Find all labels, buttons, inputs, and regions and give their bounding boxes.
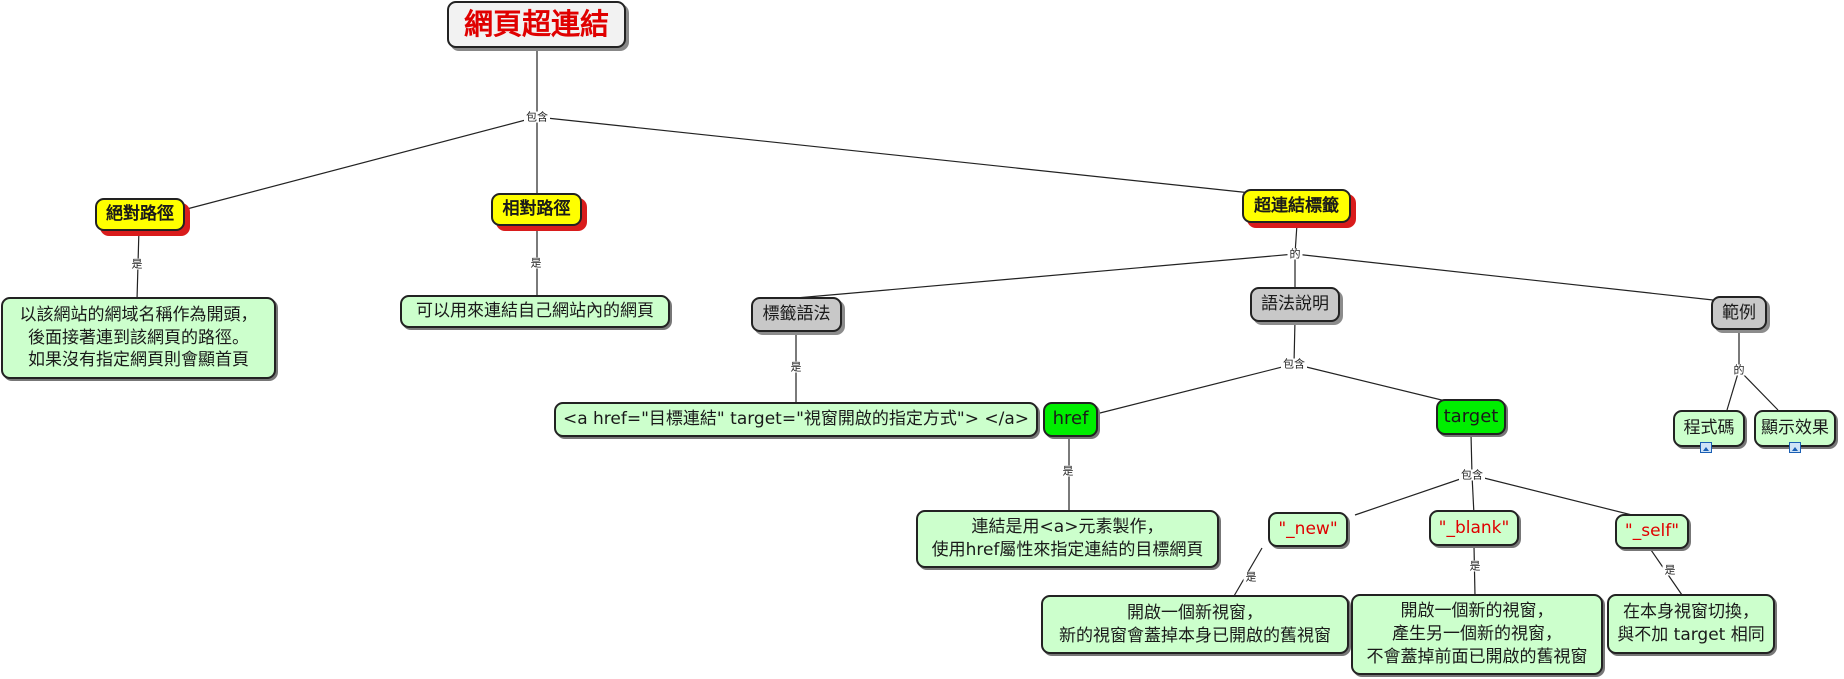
- node-self: "_self": [1615, 514, 1689, 549]
- link-label-is: 是: [1243, 570, 1259, 584]
- desc-line: 如果沒有指定網頁則會顯首頁: [28, 350, 249, 371]
- desc-line: 後面接著連到該網頁的路徑。: [28, 327, 249, 348]
- node-relative-desc: 可以用來連結自己網站內的網頁: [400, 295, 670, 328]
- node-absolute-desc: 以該網站的網域名稱作為開頭， 後面接著連到該網頁的路徑。 如果沒有指定網頁則會顯…: [1, 297, 276, 379]
- desc-line: 新的視窗會蓋掉本身已開啟的舊視窗: [1059, 625, 1331, 646]
- node-absolute-path: 絕對路徑: [95, 198, 185, 231]
- link-label-contains: 包含: [1459, 468, 1485, 482]
- image-icon[interactable]: [1700, 442, 1712, 453]
- node-new: "_new": [1268, 512, 1348, 547]
- node-href: href: [1043, 402, 1098, 437]
- node-blank-desc: 開啟一個新的視窗， 產生另一個新的視窗， 不會蓋掉前面已開啟的舊視窗: [1351, 594, 1603, 675]
- desc-line: 以該網站的網域名稱作為開頭，: [19, 304, 258, 325]
- desc-line: 開啟一個新視窗，: [1127, 602, 1263, 623]
- node-tag-syntax: 標籤語法: [751, 297, 842, 332]
- desc-line: 連結是用<a>元素製作，: [971, 517, 1164, 538]
- node-code: 程式碼: [1673, 410, 1745, 447]
- link-label-is: 是: [528, 256, 544, 270]
- root-title: 網頁超連結: [447, 1, 626, 48]
- code-label: 程式碼: [1683, 418, 1735, 439]
- desc-line: 不會蓋掉前面已開啟的舊視窗: [1366, 646, 1588, 667]
- link-label-of: 的: [1287, 247, 1303, 261]
- node-blank: "_blank": [1429, 510, 1519, 546]
- node-new-desc: 開啟一個新視窗， 新的視窗會蓋掉本身已開啟的舊視窗: [1041, 595, 1349, 654]
- desc-line: 產生另一個新的視窗，: [1392, 624, 1562, 645]
- link-label-is: 是: [1060, 464, 1076, 478]
- link-label-contains: 包含: [524, 110, 550, 124]
- node-relative-path: 相對路徑: [491, 193, 582, 226]
- node-href-desc: 連結是用<a>元素製作， 使用href屬性來指定連結的目標網頁: [916, 510, 1219, 568]
- node-syntax-code: <a href="目標連結" target="視窗開啟的指定方式"> </a>: [554, 402, 1038, 437]
- desc-line: 與不加 target 相同: [1617, 625, 1765, 645]
- node-syntax-desc: 語法說明: [1250, 287, 1340, 322]
- node-target: target: [1436, 399, 1506, 435]
- node-hyperlink-tag: 超連結標籤: [1242, 189, 1351, 223]
- desc-line: 在本身視窗切換，: [1623, 602, 1759, 623]
- display-effect-label: 顯示效果: [1761, 418, 1829, 439]
- desc-line: 開啟一個新的視窗，: [1400, 601, 1554, 622]
- link-label-is: 是: [1467, 559, 1483, 573]
- link-label-of: 的: [1731, 363, 1747, 377]
- node-example: 範例: [1711, 296, 1767, 330]
- link-label-is: 是: [129, 257, 145, 271]
- link-label-is: 是: [788, 360, 804, 374]
- image-icon[interactable]: [1789, 442, 1801, 453]
- node-self-desc: 在本身視窗切換， 與不加 target 相同: [1607, 594, 1775, 654]
- node-display-effect: 顯示效果: [1754, 410, 1836, 447]
- desc-line: 使用href屬性來指定連結的目標網頁: [931, 540, 1204, 560]
- link-label-contains: 包含: [1281, 357, 1307, 371]
- link-label-is: 是: [1662, 563, 1678, 577]
